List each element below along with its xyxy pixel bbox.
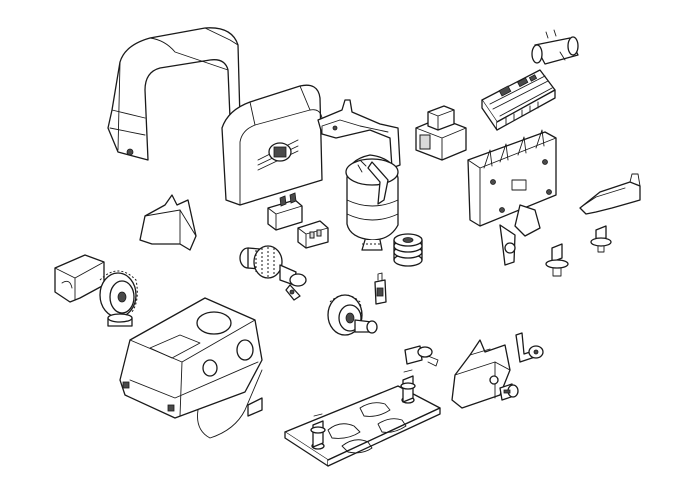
key-lock [499, 383, 519, 401]
logo-badge [257, 139, 299, 171]
board-mounting-plate [467, 129, 557, 266]
intermediate-gear [327, 294, 378, 336]
terminal-connector [267, 192, 329, 249]
cover-housing [107, 27, 241, 161]
drive-gear [99, 270, 138, 327]
limit-switch-bolt [545, 225, 612, 277]
electric-motor [345, 154, 399, 251]
capacitor [531, 29, 579, 65]
connector-pin [374, 272, 387, 305]
adjustment-screw [310, 369, 416, 448]
transformer [415, 105, 467, 161]
release-lever-cover [451, 339, 511, 409]
release-knob-screw [404, 345, 439, 367]
control-board [481, 69, 556, 131]
cable-clamp [139, 194, 197, 251]
pinion-gear-cover [54, 254, 105, 303]
limit-switch-lever [579, 173, 641, 215]
motor-bracket [317, 99, 401, 169]
foundation-plate [284, 385, 441, 467]
gearbox-housing [119, 297, 263, 439]
spacer-washer-stack [393, 233, 423, 267]
lock-bracket [515, 332, 544, 363]
worm-shaft-assembly [239, 245, 307, 301]
